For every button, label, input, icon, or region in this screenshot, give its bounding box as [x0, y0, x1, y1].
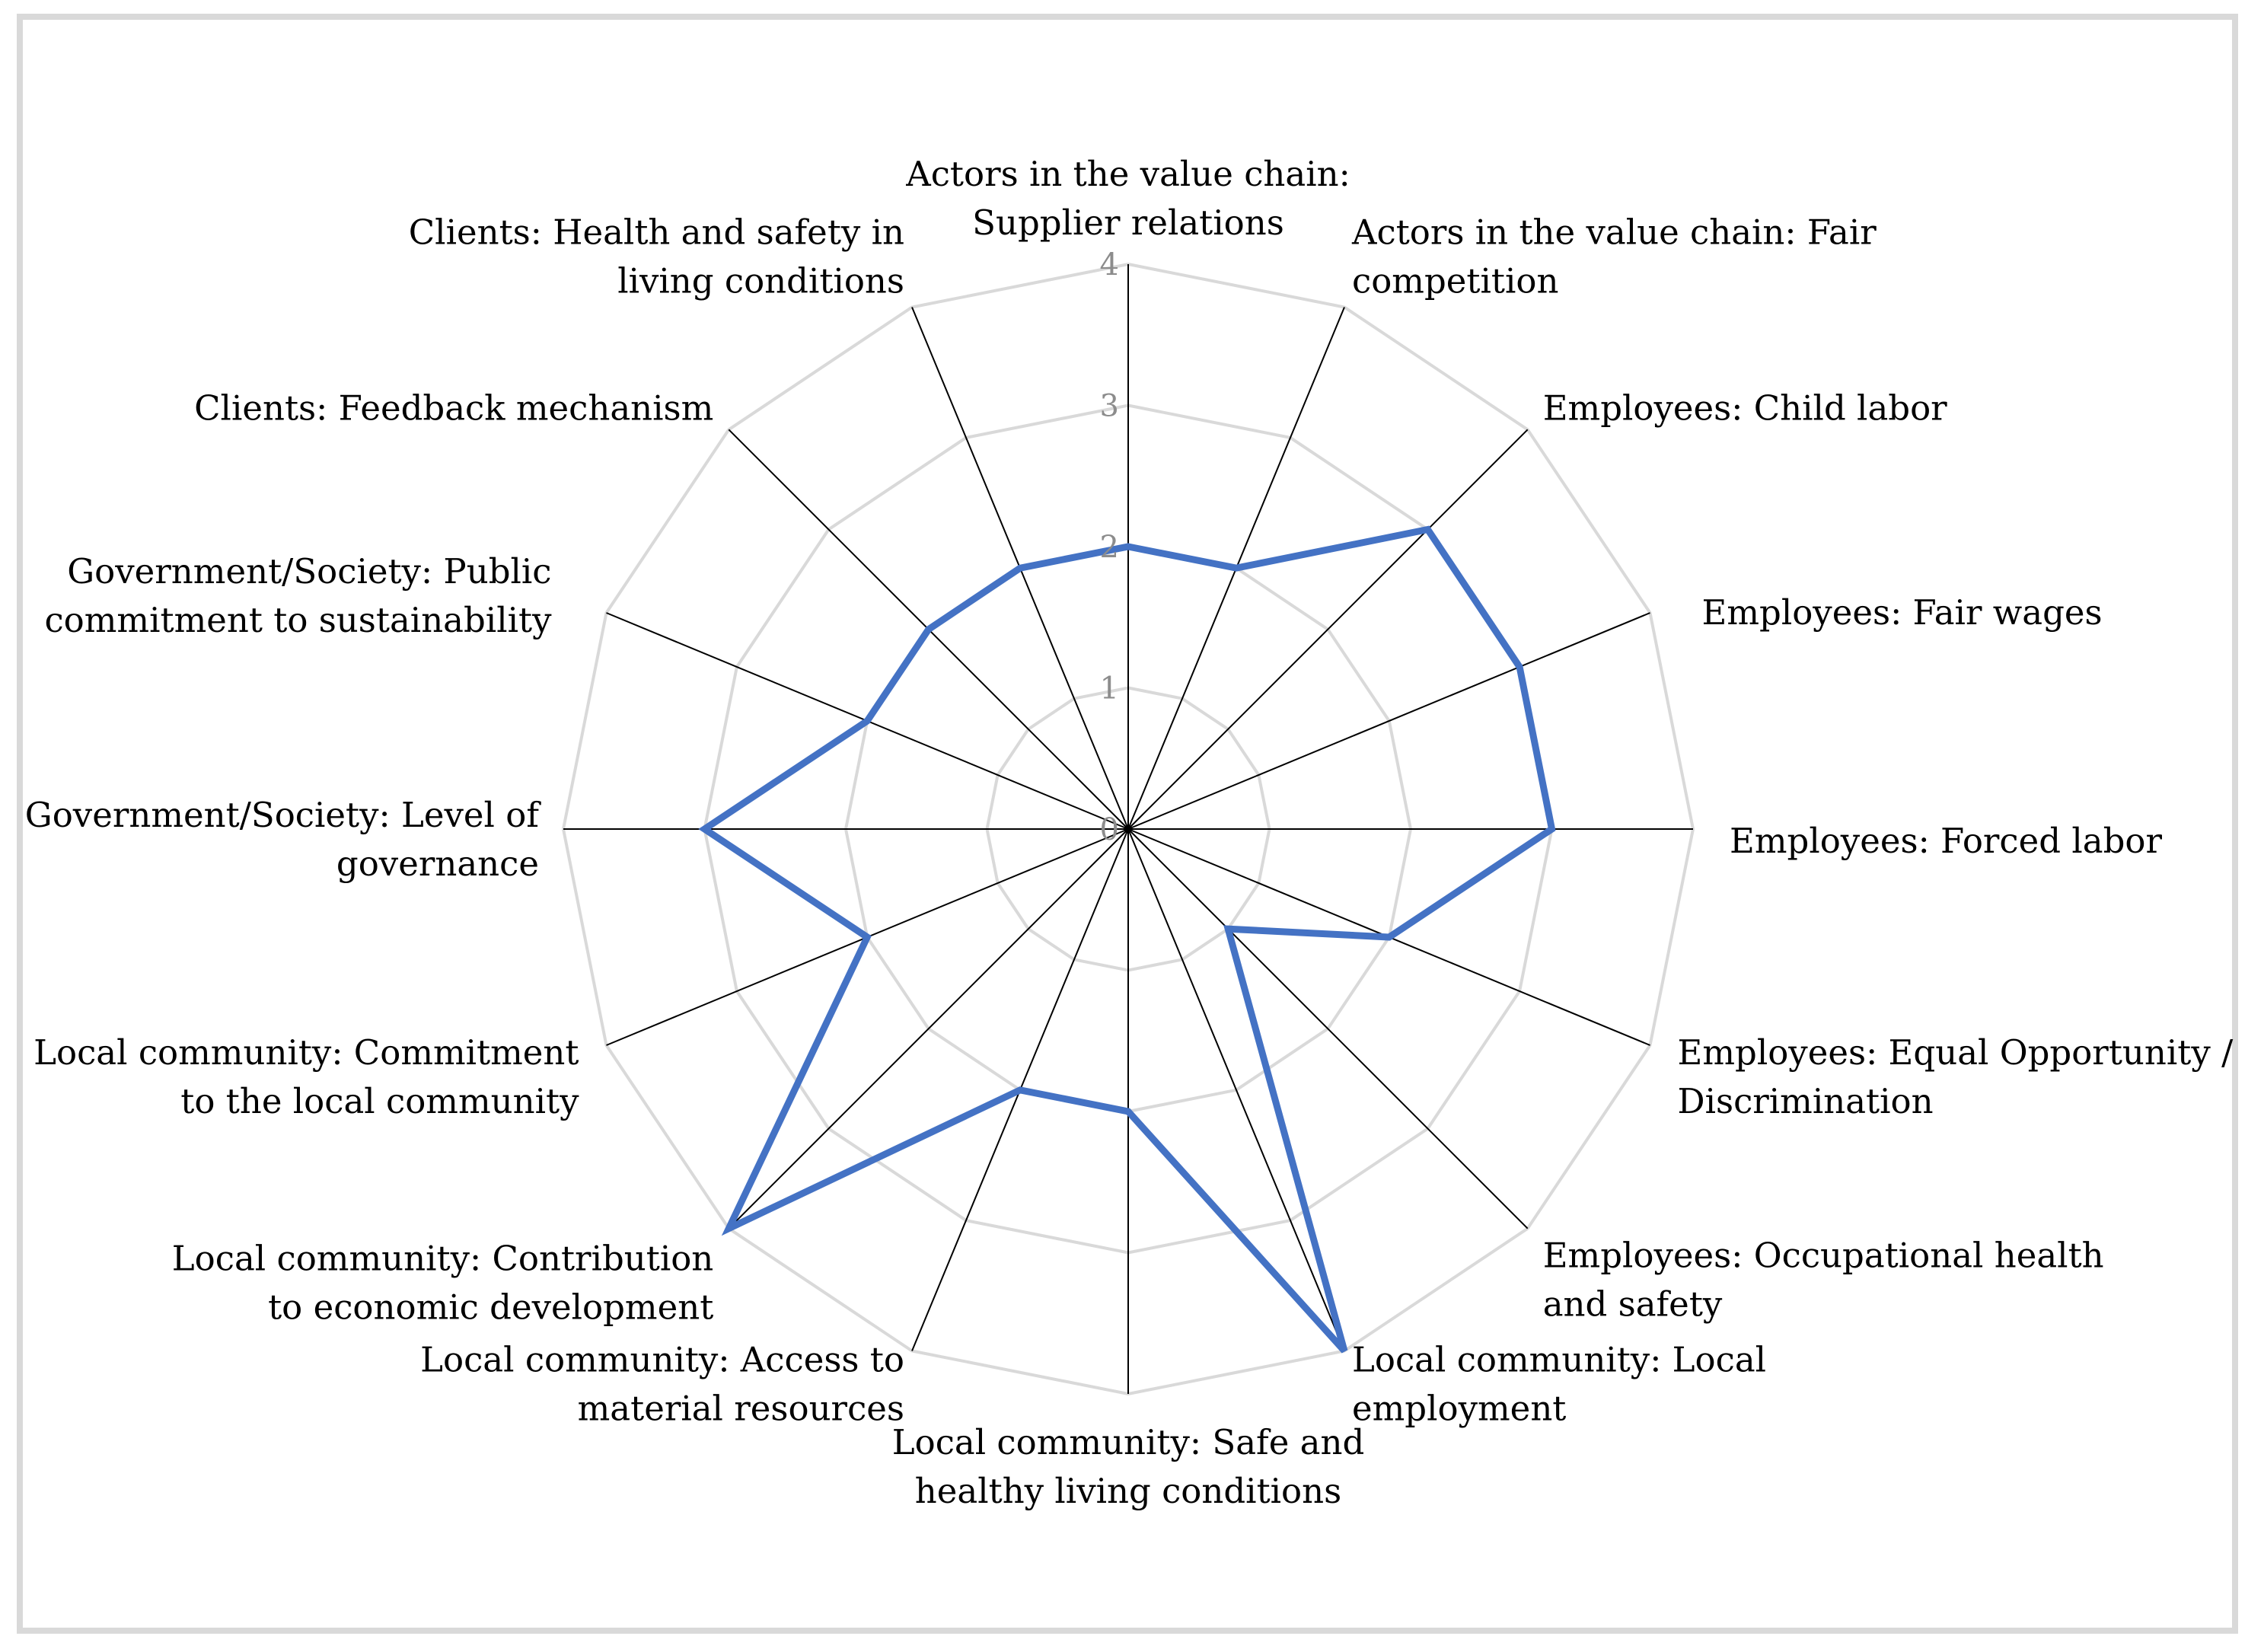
- category-label-line: living conditions: [617, 261, 904, 301]
- category-label-1: Actors in the value chain: Fair competiti…: [1351, 212, 1877, 301]
- category-label-line: Local community: Safe and: [892, 1422, 1365, 1462]
- category-label-line: healthy living conditions: [915, 1471, 1341, 1511]
- category-label-13: Government/Society: Public commitment to …: [44, 551, 552, 640]
- category-label-14: Clients: Feedback mechanism: [194, 387, 713, 428]
- axis-spoke-2: [1127, 429, 1529, 830]
- category-label-line: Discrimination: [1678, 1081, 1934, 1121]
- category-label-line: Government/Society: Level of: [25, 795, 542, 835]
- category-label-line: Government/Society: Public: [67, 551, 551, 592]
- category-label-line: Clients: Feedback mechanism: [194, 387, 713, 428]
- category-label-5: Employees: Equal Opportunity / Discrimina…: [1678, 1032, 2234, 1121]
- category-label-line: to economic development: [268, 1287, 713, 1328]
- category-label-line: Local community: Commitment: [33, 1032, 579, 1073]
- category-label-line: governance: [336, 844, 539, 884]
- category-label-line: Local community: Local: [1352, 1340, 1766, 1380]
- category-label-9: Local community: Access to material resou…: [420, 1340, 904, 1429]
- category-label-12: Government/Society: Level of governance: [25, 795, 542, 884]
- category-label-line: competition: [1352, 261, 1558, 301]
- category-label-11: Local community: Commitment to the local …: [33, 1032, 579, 1121]
- tick-layer: 0 1 2 3 4: [1100, 247, 1119, 847]
- category-label-4: Employees: Forced labor: [1730, 821, 2162, 861]
- category-label-line: Employees: Occupational health: [1543, 1236, 2104, 1276]
- category-label-line: Supplier relations: [972, 203, 1284, 243]
- category-label-line: Employees: Equal Opportunity /: [1678, 1032, 2234, 1073]
- category-label-line: Employees: Forced labor: [1730, 821, 2162, 861]
- series-layer: [698, 525, 1556, 1354]
- tick-label-1: 1: [1100, 671, 1119, 706]
- radar-chart: 0 1 2 3 4 Actors in the value chain: Supplier…: [25, 154, 2234, 1511]
- label-layer: Actors in the value chain: Supplier relat…: [25, 154, 2234, 1511]
- axis-spoke-3: [1127, 612, 1650, 830]
- category-label-2: Employees: Child labor: [1543, 387, 1947, 428]
- category-label-line: Employees: Fair wages: [1702, 592, 2103, 633]
- category-label-8: Local community: Safe and healthy living …: [892, 1422, 1365, 1511]
- category-label-line: material resources: [578, 1389, 904, 1429]
- category-label-line: Actors in the value chain:: [905, 154, 1350, 194]
- axis-spoke-10: [728, 828, 1129, 1229]
- category-label-line: and safety: [1543, 1284, 1723, 1325]
- category-label-line: employment: [1352, 1389, 1566, 1429]
- category-label-10: Local community: Contribution to economic…: [172, 1239, 714, 1328]
- category-label-line: Local community: Contribution: [172, 1239, 714, 1279]
- tick-label-0: 0: [1100, 812, 1119, 847]
- category-label-6: Employees: Occupational health and safety: [1543, 1236, 2104, 1325]
- axis-spoke-7: [1127, 828, 1345, 1351]
- tick-label-3: 3: [1100, 389, 1119, 424]
- category-label-line: to the local community: [180, 1081, 579, 1121]
- tick-label-2: 2: [1100, 530, 1119, 565]
- category-label-line: Actors in the value chain: Fair: [1351, 212, 1877, 253]
- category-label-0: Actors in the value chain: Supplier relat…: [905, 154, 1350, 243]
- category-label-7: Local community: Local employment: [1352, 1340, 1766, 1429]
- category-label-3: Employees: Fair wages: [1702, 592, 2103, 633]
- category-label-line: Employees: Child labor: [1543, 387, 1947, 428]
- category-label-line: Local community: Access to: [420, 1340, 904, 1380]
- axis-spoke-6: [1127, 828, 1529, 1229]
- tick-label-4: 4: [1100, 247, 1119, 282]
- category-label-15: Clients: Health and safety in living cond…: [409, 212, 904, 301]
- category-label-line: commitment to sustainability: [44, 600, 552, 640]
- category-label-line: Clients: Health and safety in: [409, 212, 904, 253]
- chart-frame: 0 1 2 3 4 Actors in the value chain: Supplier…: [17, 14, 2238, 1634]
